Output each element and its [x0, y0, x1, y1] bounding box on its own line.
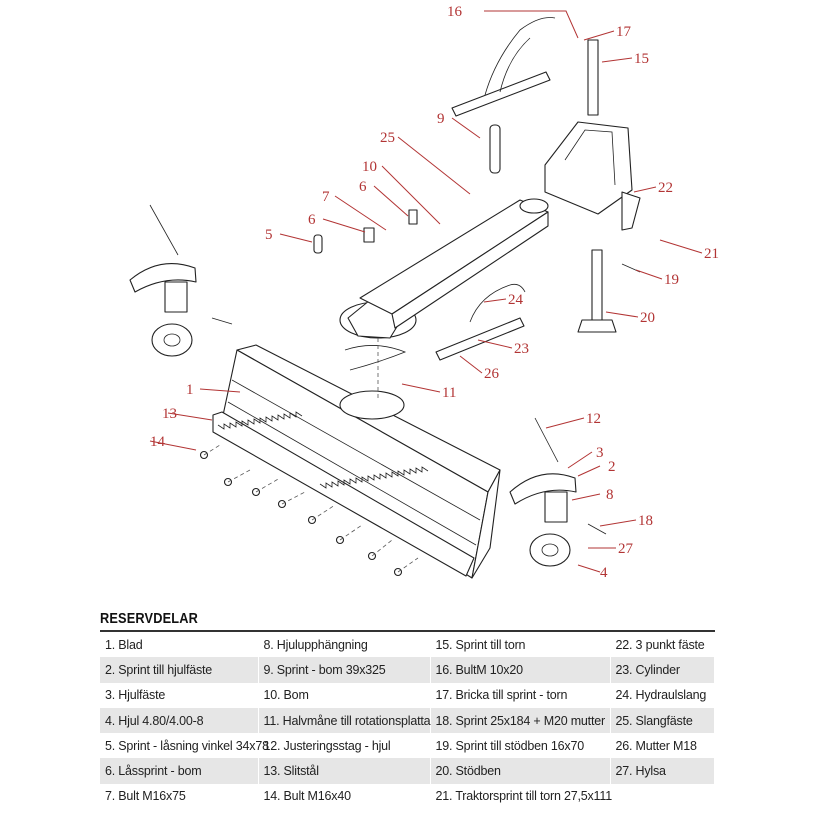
table-cell: 26. Mutter M18	[610, 733, 715, 759]
callout-17: 17	[616, 24, 632, 40]
blade-drawing	[221, 344, 501, 579]
parts-heading: RESERVDELAR	[100, 610, 198, 627]
callout-26: 26	[484, 366, 500, 382]
callout-19: 19	[664, 272, 679, 288]
table-cell: 18. Sprint 25x184 + M20 mutter	[430, 707, 611, 734]
table-cell: 27. Hylsa	[610, 758, 715, 784]
table-cell: 12. Justeringsstag - hjul	[258, 733, 431, 759]
table-cell: 21. Traktorsprint till torn 27,5x111	[430, 783, 612, 810]
table-cell: 15. Sprint till torn	[430, 631, 611, 658]
exploded-diagram: 1 2 3 4 5 6 6 7 8 9 10 11 12 13 14 15 16…	[129, 4, 719, 581]
table-cell: 1. Blad	[100, 631, 259, 658]
table-cell: 7. Bult M16x75	[100, 783, 259, 810]
callout-18: 18	[638, 513, 653, 529]
callout-2: 2	[608, 459, 616, 475]
leader-lines	[149, 10, 703, 573]
callout-3: 3	[596, 445, 604, 461]
callout-22: 22	[658, 180, 673, 196]
table-cell	[610, 783, 715, 810]
callout-9: 9	[437, 111, 445, 127]
table-cell: 19. Sprint till stödben 16x70	[430, 733, 611, 759]
boom-drawing	[359, 198, 549, 329]
callout-11: 11	[442, 385, 456, 401]
callout-27: 27	[618, 541, 634, 557]
callout-24: 24	[508, 292, 524, 308]
callout-1: 1	[186, 382, 194, 398]
callout-12: 12	[586, 411, 601, 427]
callout-20: 20	[640, 310, 655, 326]
table-cell: 11. Halvmåne till rotationsplatta	[258, 707, 431, 734]
callout-8: 8	[606, 487, 614, 503]
table-cell: 16. BultM 10x20	[430, 657, 611, 683]
pins-drawing	[211, 124, 641, 535]
cylinder-drawing	[435, 17, 556, 361]
table-cell: 20. Stödben	[430, 758, 611, 784]
table-cell: 2. Sprint till hjulfäste	[100, 657, 259, 683]
table-cell: 6. Låssprint - bom	[100, 758, 259, 784]
table-cell: 9. Sprint - bom 39x325	[258, 657, 431, 683]
table-cell: 24. Hydraulslang	[610, 682, 715, 708]
table-cell: 14. Bult M16x40	[258, 783, 431, 810]
callout-6a: 6	[308, 212, 316, 228]
left-wheel-drawing	[129, 204, 197, 357]
callout-labels: 1 2 3 4 5 6 6 7 8 9 10 11 12 13 14 15 16…	[150, 4, 719, 581]
table-cell: 17. Bricka till sprint - torn	[430, 682, 611, 708]
table-cell: 8. Hjulupphängning	[258, 631, 431, 658]
tower-drawing	[544, 39, 641, 231]
callout-14: 14	[150, 434, 166, 450]
callout-21: 21	[704, 246, 719, 262]
callout-6b: 6	[359, 179, 367, 195]
right-wheel-drawing	[509, 417, 577, 567]
wear-steel-drawing	[212, 411, 475, 577]
callout-15: 15	[634, 51, 649, 67]
table-cell: 22. 3 punkt fäste	[610, 631, 715, 658]
table-cell: 25. Slangfäste	[610, 707, 715, 734]
table-cell: 23. Cylinder	[610, 657, 715, 683]
table-cell: 10. Bom	[258, 682, 431, 708]
table-cell: 3. Hjulfäste	[100, 682, 259, 708]
bolts-drawing	[199, 444, 419, 577]
callout-23: 23	[514, 341, 529, 357]
callout-5: 5	[265, 227, 273, 243]
callout-4: 4	[600, 565, 608, 581]
callout-25: 25	[380, 130, 395, 146]
callout-13: 13	[162, 406, 177, 422]
callout-7: 7	[322, 189, 330, 205]
table-cell: 13. Slitstål	[258, 758, 431, 784]
table-cell: 4. Hjul 4.80/4.00-8	[100, 707, 259, 734]
table-cell: 5. Sprint - låsning vinkel 34x78	[100, 733, 269, 759]
callout-10: 10	[362, 159, 377, 175]
support-leg-drawing	[577, 249, 617, 333]
callout-16: 16	[447, 4, 463, 20]
